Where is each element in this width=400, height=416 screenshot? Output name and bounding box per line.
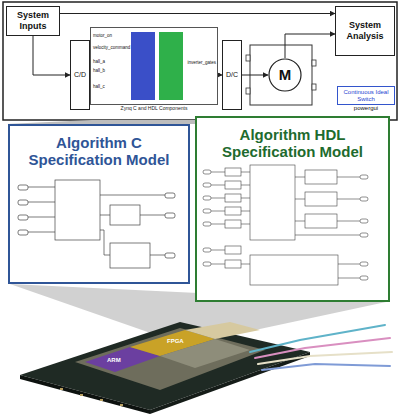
c-model-sketch	[18, 180, 175, 268]
signal-wire	[242, 75, 268, 76]
block-label: M	[279, 67, 292, 83]
spec-panel: Algorithm HDL Specification Model	[195, 116, 390, 302]
chip-label: ARM	[107, 357, 121, 364]
signal-wire	[285, 34, 335, 58]
c-code-block	[131, 32, 155, 100]
port-label: hall_a	[93, 59, 105, 64]
block-label: Algorithm C Specification Model	[16, 134, 182, 168]
signal-wire	[33, 36, 70, 75]
motor-symbol: M	[268, 58, 302, 92]
port-label: inverter_gates	[187, 60, 216, 65]
hdl-code-block	[159, 32, 183, 100]
port-label: velocity_command	[93, 45, 130, 50]
port-label: motor_on	[93, 33, 112, 38]
powergui-block: Continuous Ideal Switchpowergui	[337, 86, 395, 105]
chip-label: FPGA	[167, 338, 184, 345]
port-label: hall_b	[93, 68, 105, 73]
port-label: hall_c	[93, 84, 105, 89]
chip-illustration	[20, 322, 392, 414]
block-label: Algorithm HDL Specification Model	[203, 126, 382, 160]
signal-wire	[60, 13, 335, 14]
block-label: C/D	[74, 71, 86, 79]
block-label: D/C	[226, 71, 238, 79]
block-label: System Inputs	[9, 10, 57, 32]
panel-ground	[8, 124, 188, 284]
model-frame	[3, 2, 397, 120]
block-caption: powergui	[308, 105, 400, 112]
converter-block: D/C	[222, 40, 242, 110]
block-caption: Zynq C and HDL Components	[61, 105, 247, 111]
analysis-block: System Analysis	[335, 6, 395, 56]
hdl-model-sketch	[203, 165, 368, 285]
panel-ground	[195, 116, 388, 302]
block-label: System Analysis	[338, 20, 392, 42]
block-label: Continuous Ideal Switch	[339, 89, 393, 103]
input-block: System Inputs	[6, 6, 60, 36]
spec-panel: Algorithm C Specification Model	[8, 124, 190, 284]
subsystem-block: Zynq C and HDL Components	[90, 27, 218, 105]
converter-block: C/D	[70, 40, 90, 110]
